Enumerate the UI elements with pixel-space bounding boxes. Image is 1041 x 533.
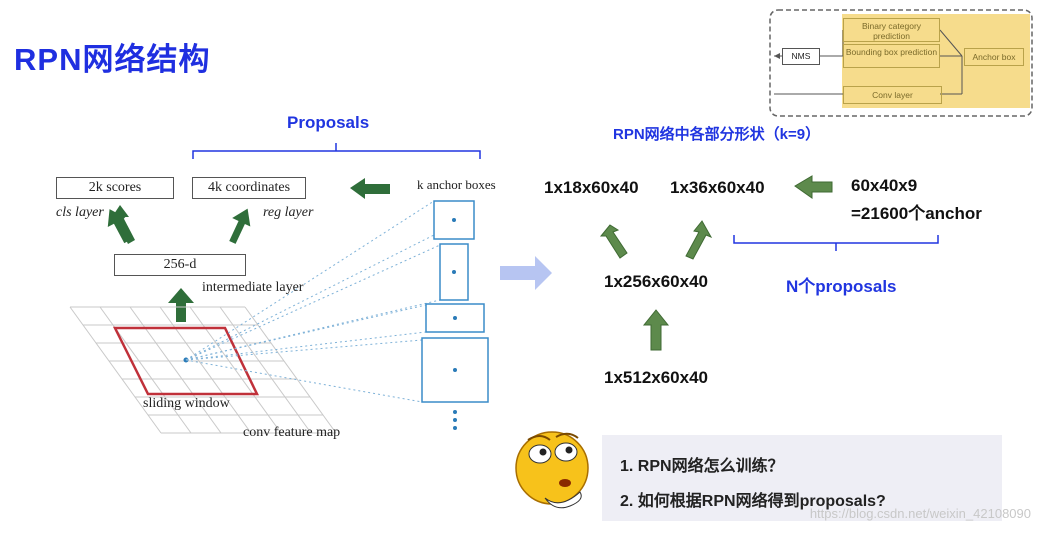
conv-feature-map-label: conv feature map (243, 425, 341, 440)
inset-bbox-box: Bounding box prediction (843, 44, 940, 68)
inset-highlight (842, 14, 1030, 108)
inset-conv-box: Conv layer (843, 86, 942, 104)
inset-anchor-box: Anchor box (964, 48, 1024, 66)
anchor-count-line1: 60x40x9 (851, 176, 918, 195)
sliding-window-label: sliding window (143, 396, 230, 411)
mid-shape-label: 1x256x60x40 (604, 272, 709, 291)
proposals-label: Proposals (287, 113, 370, 132)
sliding-window-box (112, 326, 259, 396)
inset-binary-box: Binary category prediction (843, 18, 940, 42)
transition-arrow (500, 256, 552, 290)
green-up-arrows (107, 178, 390, 322)
question-1: 1. RPN网络怎么训练？ (620, 458, 784, 475)
inset-nms-box: NMS (782, 48, 820, 65)
coordinates-box: 4k coordinates (192, 177, 306, 199)
intermediate-box: 256-d (114, 254, 246, 276)
reg-shape-label: 1x36x60x40 (670, 178, 765, 197)
reg-layer-label: reg layer (263, 205, 314, 220)
projection-lines (185, 200, 441, 403)
n-proposals-label: N个proposals (786, 277, 897, 296)
feature-map-grid (69, 306, 337, 434)
anchor-boxes (421, 200, 489, 403)
intermediate-layer-label: intermediate layer (202, 280, 304, 295)
input-shape-label: 1x512x60x40 (604, 368, 709, 387)
scores-box: 2k scores (56, 177, 174, 199)
cls-shape-label: 1x18x60x40 (544, 178, 639, 197)
question-2: 2. 如何根据RPN网络得到proposals? (620, 493, 886, 510)
question-panel (602, 435, 1002, 521)
anchor-count-line2: =21600个anchor (851, 204, 982, 223)
shape-arrows (599, 175, 833, 351)
anchor-boxes-label: k anchor boxes (417, 177, 496, 192)
cls-layer-label: cls layer (56, 205, 104, 220)
thinking-face-icon (515, 431, 589, 509)
shapes-heading: RPN网络中各部分形状（k=9） (613, 126, 821, 143)
page-title: RPN网络结构 (14, 42, 211, 77)
watermark: https://blog.csdn.net/weixin_42108090 (809, 506, 1031, 521)
